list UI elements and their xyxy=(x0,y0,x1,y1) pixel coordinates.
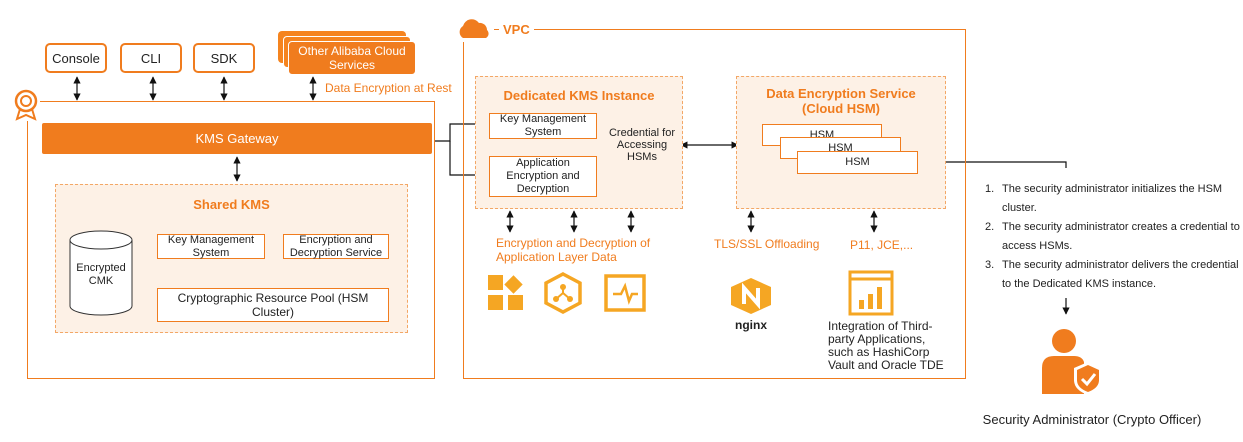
step-1-text: The security administrator initializes t… xyxy=(1002,183,1223,214)
resource-pool[interactable]: Cryptographic Resource Pool (HSM Cluster… xyxy=(157,288,389,322)
p11-label: P11, JCE,... xyxy=(850,238,914,252)
step-3-text: The security administrator delivers the … xyxy=(1002,259,1239,290)
dedicated-key-management[interactable]: Key Management System xyxy=(489,113,597,139)
shared-enc-service[interactable]: Encryption and Decryption Service xyxy=(283,234,389,259)
encrypted-cmk-cylinder xyxy=(69,230,133,316)
tls-label: TLS/SSL Offloading xyxy=(714,237,820,251)
console-button[interactable]: Console xyxy=(45,43,107,73)
encrypted-cmk-label: Encrypted CMK xyxy=(76,262,126,287)
cloud-icon xyxy=(454,16,494,42)
security-admin-icon xyxy=(1038,328,1106,396)
des-title-line1: Data Encryption Service xyxy=(766,86,916,101)
sdk-button[interactable]: SDK xyxy=(193,43,255,73)
rest-encryption-label: Data Encryption at Rest xyxy=(325,81,452,95)
step-1: 1.The security administrator initializes… xyxy=(985,180,1241,218)
app-layer-label: Encryption and Decryption of Application… xyxy=(496,236,651,264)
dedicated-app-encryption[interactable]: Application Encryption and Decryption xyxy=(489,156,597,197)
other-services-box[interactable]: Other Alibaba Cloud Services xyxy=(288,41,416,75)
shared-kms-title: Shared KMS xyxy=(193,197,270,212)
step-3: 3.The security administrator delivers th… xyxy=(985,256,1241,294)
kms-container xyxy=(27,101,435,379)
nginx-label: nginx xyxy=(735,318,767,332)
apps-grid-icon xyxy=(487,274,525,312)
kms-gateway[interactable]: KMS Gateway xyxy=(42,123,432,154)
credential-label: Credential for Accessing HSMs xyxy=(608,127,676,163)
bar-chart-window-icon xyxy=(848,270,894,316)
step-2: 2.The security administrator creates a c… xyxy=(985,218,1241,256)
des-title-line2: (Cloud HSM) xyxy=(802,101,880,116)
steps-list: 1.The security administrator initializes… xyxy=(985,180,1241,294)
kms-badge-icon xyxy=(12,87,40,121)
step-2-text: The security administrator creates a cre… xyxy=(1002,221,1240,252)
nginx-icon xyxy=(730,278,772,314)
third-party-label: Integration of Third-party Applications,… xyxy=(828,319,944,372)
vpc-label: VPC xyxy=(499,22,534,37)
monitor-pulse-icon xyxy=(604,274,646,312)
shared-key-management[interactable]: Key Management System xyxy=(157,234,265,259)
admin-hsm-arrow xyxy=(919,158,1067,168)
vpc-container xyxy=(463,29,966,379)
cli-button[interactable]: CLI xyxy=(120,43,182,73)
dedicated-kms-title: Dedicated KMS Instance xyxy=(503,88,655,103)
hsm-box-3[interactable]: HSM xyxy=(797,151,918,174)
des-title: Data Encryption Service (Cloud HSM) xyxy=(736,86,946,116)
hexagon-network-icon xyxy=(543,272,583,314)
gateway-appenc-arrow xyxy=(449,141,487,179)
gateway-keymgmt-arrow xyxy=(434,120,487,142)
admin-label: Security Administrator (Crypto Officer) xyxy=(982,412,1202,427)
